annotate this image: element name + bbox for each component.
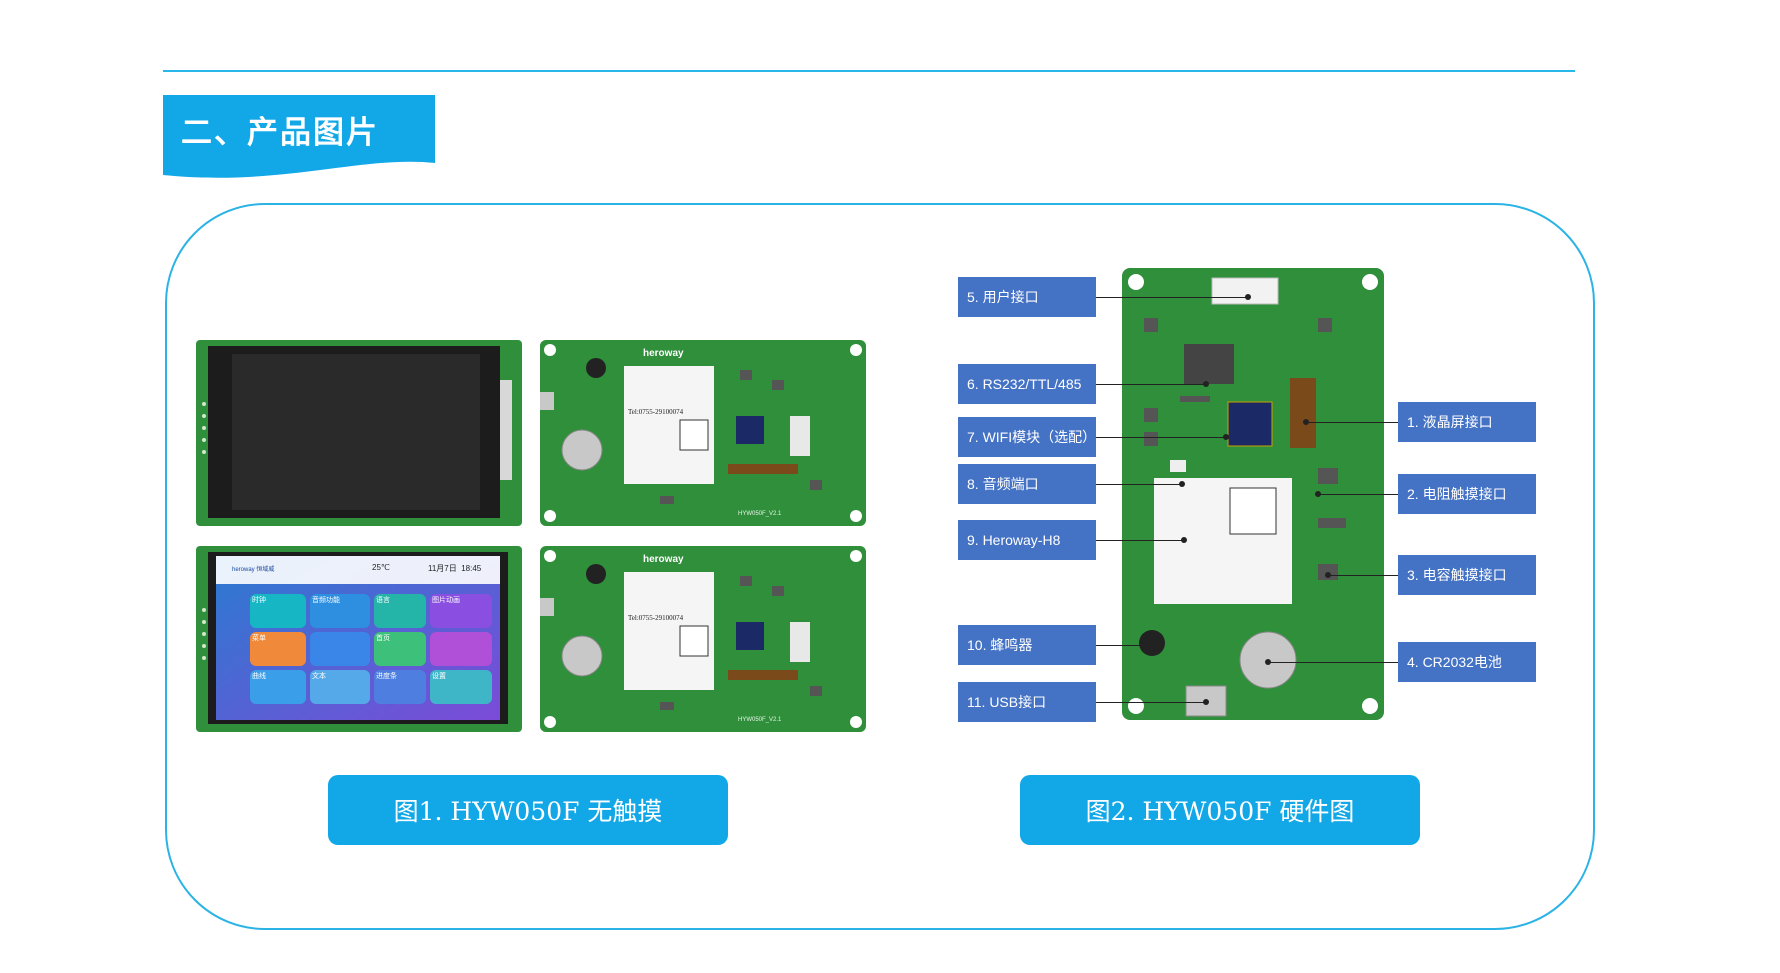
pcb-model: HYW050F_V2.1 — [738, 511, 782, 517]
leader-dot — [1181, 537, 1187, 543]
tile-label: 语言 — [376, 597, 390, 604]
tile-label: 图片动画 — [432, 597, 460, 604]
callout-serial-port: 6. RS232/TTL/485 — [958, 364, 1096, 404]
tile-label: 菜单 — [252, 635, 266, 642]
callout-heroway-h8: 9. Heroway-H8 — [958, 520, 1096, 560]
leader-line — [1096, 437, 1226, 438]
leader-line — [1096, 297, 1248, 298]
pcb-phone: Tel:0755-29100074 — [628, 408, 684, 416]
callout-resistive-touch: 2. 电阻触摸接口 — [1398, 474, 1536, 514]
tile-label: 音频功能 — [312, 597, 340, 604]
lcd-module-front-off — [196, 340, 522, 526]
leader-dot — [1325, 572, 1331, 578]
leader-dot — [1203, 381, 1209, 387]
leader-dot — [1265, 659, 1271, 665]
top-divider-line — [163, 70, 1575, 72]
callout-lcd-interface: 1. 液晶屏接口 — [1398, 402, 1536, 442]
callout-capacitive-touch: 3. 电容触摸接口 — [1398, 555, 1536, 595]
pcb-hardware-vertical — [1122, 268, 1384, 720]
callout-audio-port: 8. 音频端口 — [958, 464, 1096, 504]
tile-label: 曲线 — [252, 673, 266, 680]
screen-brand: heroway 恒域威 — [232, 567, 275, 573]
screen-date-time: 11月7日 18:45 — [428, 564, 482, 573]
pcb-brand: heroway — [643, 348, 684, 359]
leader-line — [1096, 645, 1152, 646]
screen-temperature: 25℃ — [372, 563, 390, 572]
callout-usb-port: 11. USB接口 — [958, 682, 1096, 722]
leader-dot — [1203, 699, 1209, 705]
figure2-caption: 图2. HYW050F 硬件图 — [1020, 775, 1420, 845]
callout-wifi-module: 7. WIFI模块（选配） — [958, 417, 1096, 457]
tile-label: 设置 — [432, 673, 446, 680]
leader-dot — [1245, 294, 1251, 300]
figure1-caption: 图1. HYW050F 无触摸 — [328, 775, 728, 845]
section-title: 二、产品图片 — [181, 115, 379, 151]
leader-dot — [1315, 491, 1321, 497]
leader-dot — [1149, 642, 1155, 648]
leader-line — [1096, 484, 1182, 485]
pcb-model: HYW050F_V2.1 — [738, 717, 782, 723]
leader-line — [1096, 384, 1206, 385]
leader-dot — [1223, 434, 1229, 440]
leader-dot — [1179, 481, 1185, 487]
leader-line — [1096, 540, 1184, 541]
pcb-brand: heroway — [643, 554, 684, 565]
tile-label: 首页 — [376, 635, 390, 642]
callout-user-interface: 5. 用户接口 — [958, 277, 1096, 317]
tile-label: 时钟 — [252, 597, 266, 604]
leader-line — [1306, 422, 1398, 423]
leader-line — [1096, 702, 1206, 703]
tile-label: 进度条 — [376, 673, 397, 680]
leader-line — [1328, 575, 1398, 576]
product-image-panel — [165, 203, 1595, 930]
pcb-phone: Tel:0755-29100074 — [628, 614, 684, 622]
callout-battery: 4. CR2032电池 — [1398, 642, 1536, 682]
pcb-back-bottom: heroway Tel:0755-29100074 HYW050F_V2.1 — [540, 546, 866, 732]
pcb-back-top: heroway Tel:0755-29100074 HYW050F_V2.1 — [540, 340, 866, 526]
callout-buzzer: 10. 蜂鸣器 — [958, 625, 1096, 665]
leader-dot — [1303, 419, 1309, 425]
tile-label: 文本 — [312, 673, 326, 680]
lcd-module-front-on: heroway 恒域威 25℃ 11月7日 18:45 时钟 音频功能 语言 图… — [196, 546, 522, 732]
leader-line — [1318, 494, 1398, 495]
leader-line — [1268, 662, 1398, 663]
section-header-tab: 二、产品图片 — [163, 95, 435, 179]
